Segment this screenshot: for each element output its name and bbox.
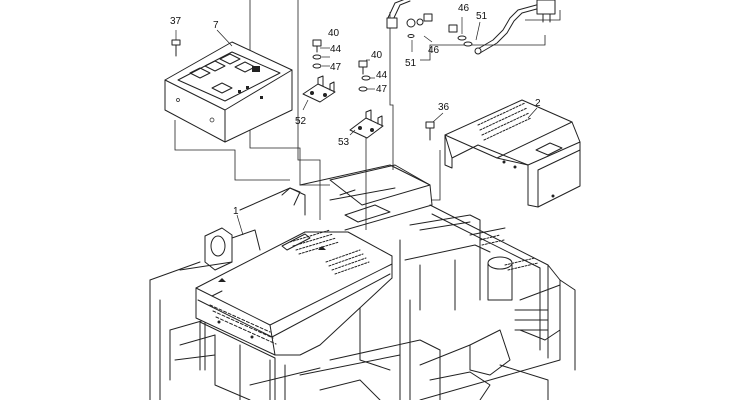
handle-rod-assembly [386,0,556,55]
callout-36: 36 [438,102,450,113]
callout-40-upper: 40 [328,28,340,39]
callout-52: 52 [295,116,307,127]
callout-47-upper: 47 [330,62,342,73]
bolt-37 [171,39,181,57]
bracket-53-assembly [349,60,384,139]
callout-44-upper: 44 [330,44,342,55]
callout-7: 7 [213,20,219,31]
callout-40-lower: 40 [371,50,383,61]
callout-47-lower: 47 [376,84,388,95]
assembly-leader-lines [174,0,561,230]
part-2-cover [444,99,581,208]
bracket-52-assembly [302,39,336,103]
callout-44-lower: 44 [376,70,388,81]
callout-51-mid: 51 [405,58,417,69]
part-7-battery-box [164,41,293,143]
callout-46-top: 46 [458,3,470,14]
callout-53: 53 [338,137,350,148]
callout-2: 2 [535,98,541,109]
callout-37: 37 [170,16,182,27]
hood-inspection-panel [329,164,431,223]
callout-leaders [175,17,538,236]
upper-frame [149,164,576,400]
bolt-36 [425,121,435,141]
callout-labels: 37 7 40 44 47 52 40 44 47 53 46 51 46 51… [170,3,541,217]
callout-1: 1 [233,206,239,217]
callout-51-top: 51 [476,11,488,22]
part-1-engine-hood [195,229,393,400]
callout-46-mid: 46 [428,45,440,56]
